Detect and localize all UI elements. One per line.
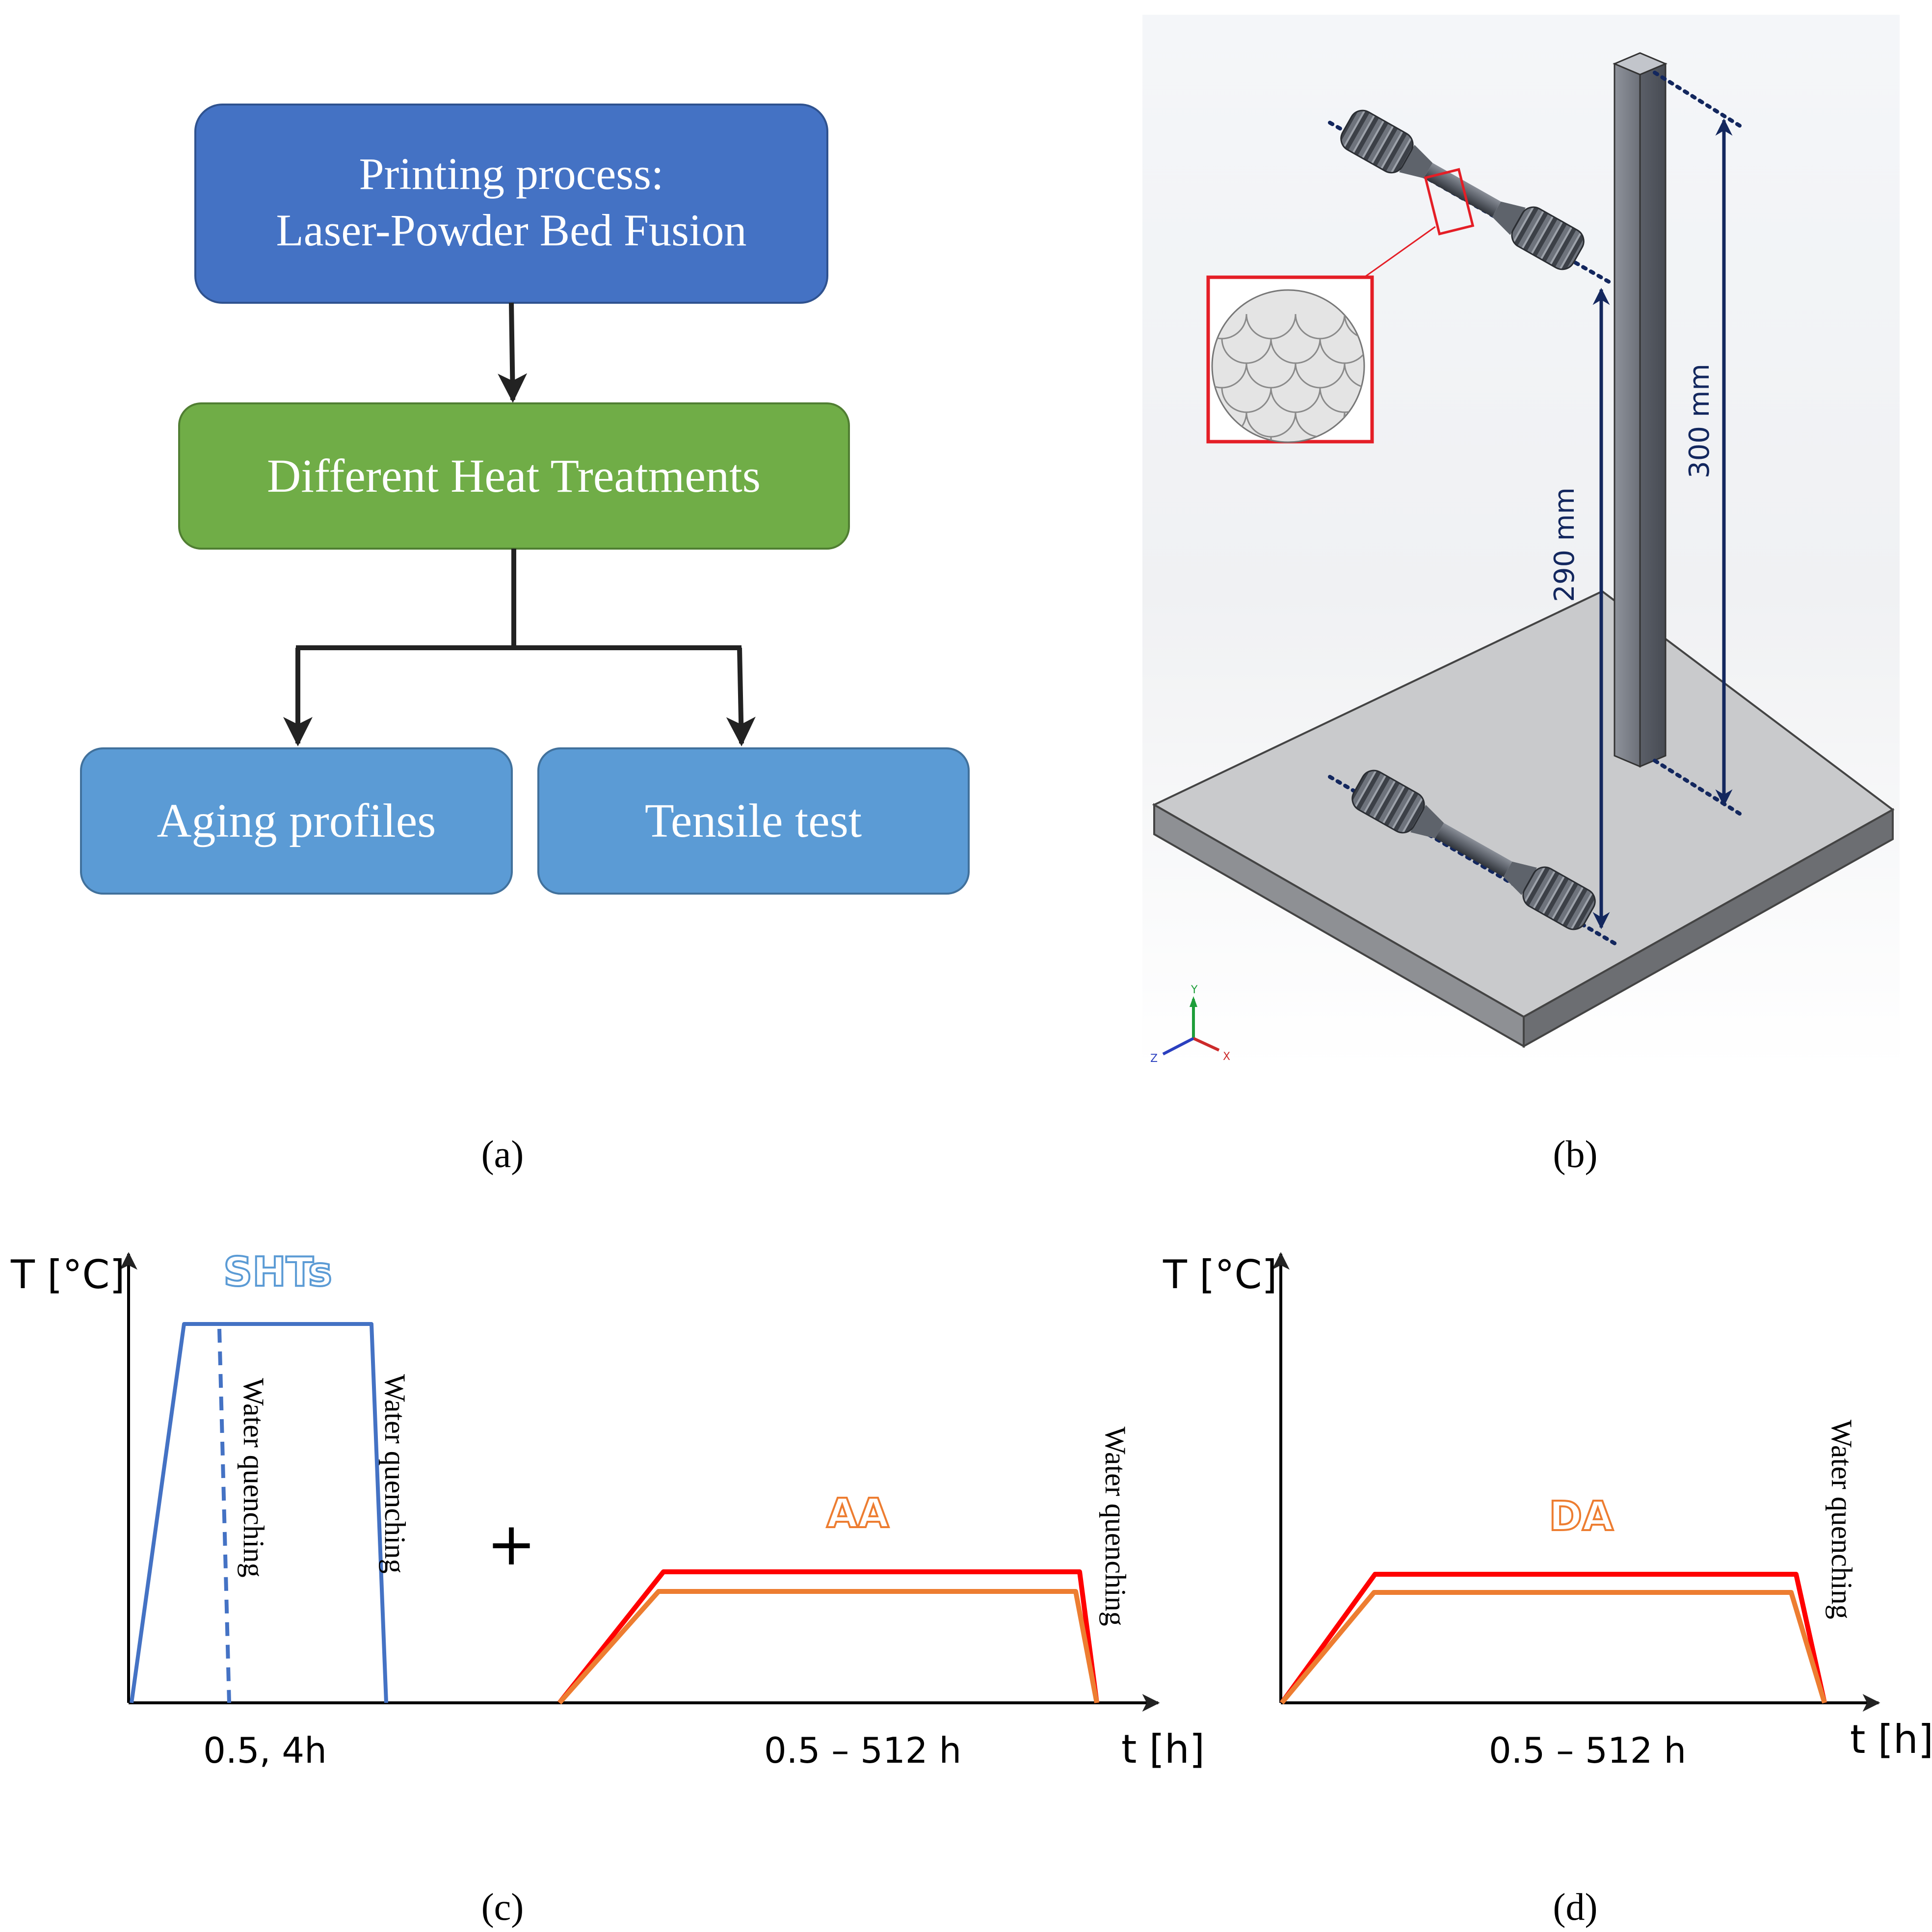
sht-profile-curve: [130, 1322, 388, 1703]
specimen-upper-gauge: [1424, 162, 1501, 217]
specimen-lower-thread-right: [1522, 866, 1596, 930]
column-side: [1639, 62, 1667, 768]
panel-c-x-axis-label: t [h]: [1121, 1726, 1205, 1772]
aa-quench-label: Water quenching: [1099, 1427, 1132, 1626]
flow-box-tensile-test-label: Tensile test: [645, 794, 862, 847]
da-time-label: 0.5 – 512 h: [1489, 1730, 1686, 1771]
sht-time-label: 0.5, 4h: [203, 1730, 327, 1771]
sht-title: SHTs: [223, 1249, 332, 1296]
cross-section-circle: [1211, 289, 1365, 443]
specimen-lower-fillet-right: [1503, 861, 1537, 895]
flow-box-aging-profiles-label: Aging profiles: [157, 794, 436, 847]
da-title: DA: [1549, 1493, 1614, 1540]
flow-box-printing-process-bg: [194, 104, 828, 304]
sht-quench-label-solid: Water quenching: [379, 1374, 411, 1574]
specimen-lower-gauge: [1435, 822, 1512, 877]
flow-box-heat-treatments-label: Different Heat Treatments: [267, 450, 761, 502]
triad-z-axis: [1162, 1037, 1194, 1056]
sht-quench-label-dashed: Water quenching: [238, 1378, 270, 1578]
flow-arrow-1: [498, 302, 528, 403]
caption-a: (a): [481, 1133, 524, 1175]
panel-b-build-layout: 290 mm 300 mm Y X Z: [1142, 15, 1900, 1070]
specimen-upper-thread-right: [1511, 206, 1585, 270]
triad-z-label: Z: [1150, 1053, 1158, 1065]
flow-box-tensile-test: Tensile test: [537, 747, 970, 895]
specimen-upper-thread-left: [1340, 109, 1414, 174]
caption-d: (d): [1553, 1885, 1598, 1928]
panel-d-direct-aging-profile: T [°C] t [h] DA Water quenching 0.5 – 51…: [1163, 1252, 1932, 1771]
column-specimen: [1613, 52, 1667, 768]
caption-c: (c): [481, 1885, 524, 1928]
panel-d-x-axis-label: t [h]: [1850, 1717, 1932, 1762]
axis-triad: Y X Z: [1150, 984, 1230, 1065]
specimen-lower-thread-left: [1351, 769, 1425, 834]
specimen-upper-fillet-left: [1399, 145, 1433, 179]
dimension-label-300: 300 mm: [1684, 364, 1716, 478]
triad-y-label: Y: [1191, 984, 1198, 996]
build-plate: [1152, 590, 1895, 1048]
tensile-specimen-upper: [1340, 109, 1585, 270]
flow-box-printing-process-line2: Laser-Powder Bed Fusion: [276, 205, 747, 255]
da-profile-low: [1280, 1590, 1827, 1705]
da-profile-high: [1279, 1572, 1827, 1704]
aa-time-label: 0.5 – 512 h: [764, 1730, 961, 1771]
specimen-upper-fillet-right: [1492, 201, 1526, 235]
flow-box-printing-process: Printing process: Laser-Powder Bed Fusio…: [194, 104, 828, 304]
build-plate-side: [1523, 808, 1894, 1048]
panel-c-y-axis-label: T [°C]: [10, 1252, 125, 1297]
flow-arrow-right: [726, 647, 756, 746]
flow-box-aging-profiles: Aging profiles: [80, 747, 513, 895]
flow-branch-connector: [283, 549, 756, 746]
tensile-specimen-lower: [1351, 769, 1596, 930]
caption-b: (b): [1553, 1133, 1598, 1175]
aa-title: AA: [827, 1490, 889, 1537]
panel-d-y-axis-label: T [°C]: [1163, 1252, 1277, 1297]
ref-line-column-top: [1653, 71, 1742, 128]
da-quench-label: Water quenching: [1826, 1420, 1858, 1619]
flow-box-printing-process-line1: Printing process:: [359, 149, 664, 199]
dimension-label-290: 290 mm: [1549, 487, 1581, 602]
triad-x-axis: [1192, 1037, 1220, 1052]
plus-sign: +: [487, 1510, 536, 1579]
column-front: [1614, 62, 1641, 768]
panel-a-flowchart: Printing process: Laser-Powder Bed Fusio…: [80, 104, 970, 895]
cross-section-inset: [1206, 275, 1374, 444]
aa-profile-low: [557, 1589, 1099, 1705]
flow-box-tensile-test-bg: [537, 747, 970, 895]
triad-x-label: X: [1223, 1051, 1230, 1063]
aa-profile-high: [557, 1569, 1099, 1705]
specimen-lower-fillet-left: [1410, 805, 1444, 839]
section-marker: [1424, 168, 1475, 236]
flow-box-heat-treatments: Different Heat Treatments: [178, 402, 850, 550]
sht-short-quench-dashed: [217, 1328, 231, 1703]
flow-box-aging-profiles-bg: [80, 747, 513, 895]
panel-c-heat-treatment-profiles: T [°C] t [h] SHTs Water quenching Water …: [10, 1248, 1205, 1772]
section-leader-line: [1364, 226, 1436, 278]
